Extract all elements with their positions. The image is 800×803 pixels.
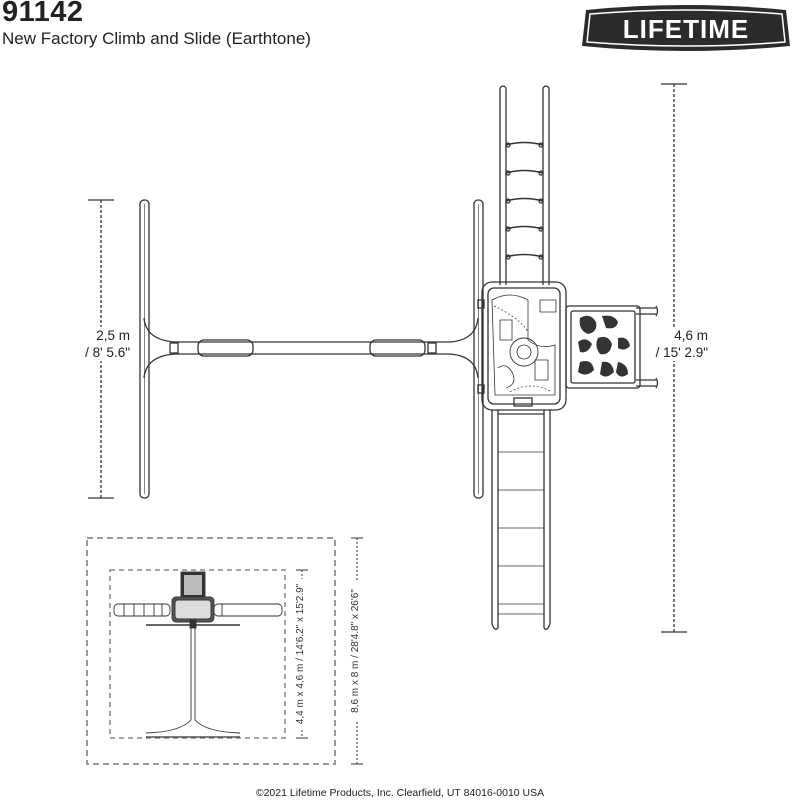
climbing-wall	[565, 305, 659, 389]
lifetime-logo: LIFETIME	[582, 5, 790, 51]
slide	[491, 410, 551, 630]
swing-height-label: 2,5 m / 8' 5.6"	[80, 327, 130, 361]
safety-zone-label: 8,6 m x 8 m / 28'4.8" x 26'6"	[350, 589, 361, 713]
play-deck	[477, 281, 567, 411]
swing-frame-right	[473, 199, 484, 499]
model-number: 91142	[2, 0, 84, 28]
swing-height-imperial: / 8' 5.6"	[85, 345, 130, 360]
safety-zone-outline	[86, 537, 336, 765]
overall-length-imperial: / 15' 2.9"	[655, 345, 708, 360]
inset-playset	[113, 571, 283, 738]
swing-height-dimension	[88, 199, 114, 499]
climbing-ladder	[499, 85, 550, 285]
overall-length-dimension	[661, 83, 687, 633]
copyright-footer: ©2021 Lifetime Products, Inc. Clearfield…	[255, 787, 545, 799]
overall-length-label: 4,6 m / 15' 2.9"	[648, 327, 708, 361]
swing-height-metric: 2,5 m	[96, 328, 130, 343]
product-name: New Factory Climb and Slide (Earthtone)	[2, 29, 311, 48]
swing-beam	[143, 317, 479, 379]
logo-text: LIFETIME	[623, 14, 749, 44]
swing-frame-left	[139, 199, 150, 499]
play-area-label: 4,4 m x 4,6 m / 14'6.2" x 15'2.9"	[295, 583, 306, 724]
overall-length-metric: 4,6 m	[674, 328, 708, 343]
